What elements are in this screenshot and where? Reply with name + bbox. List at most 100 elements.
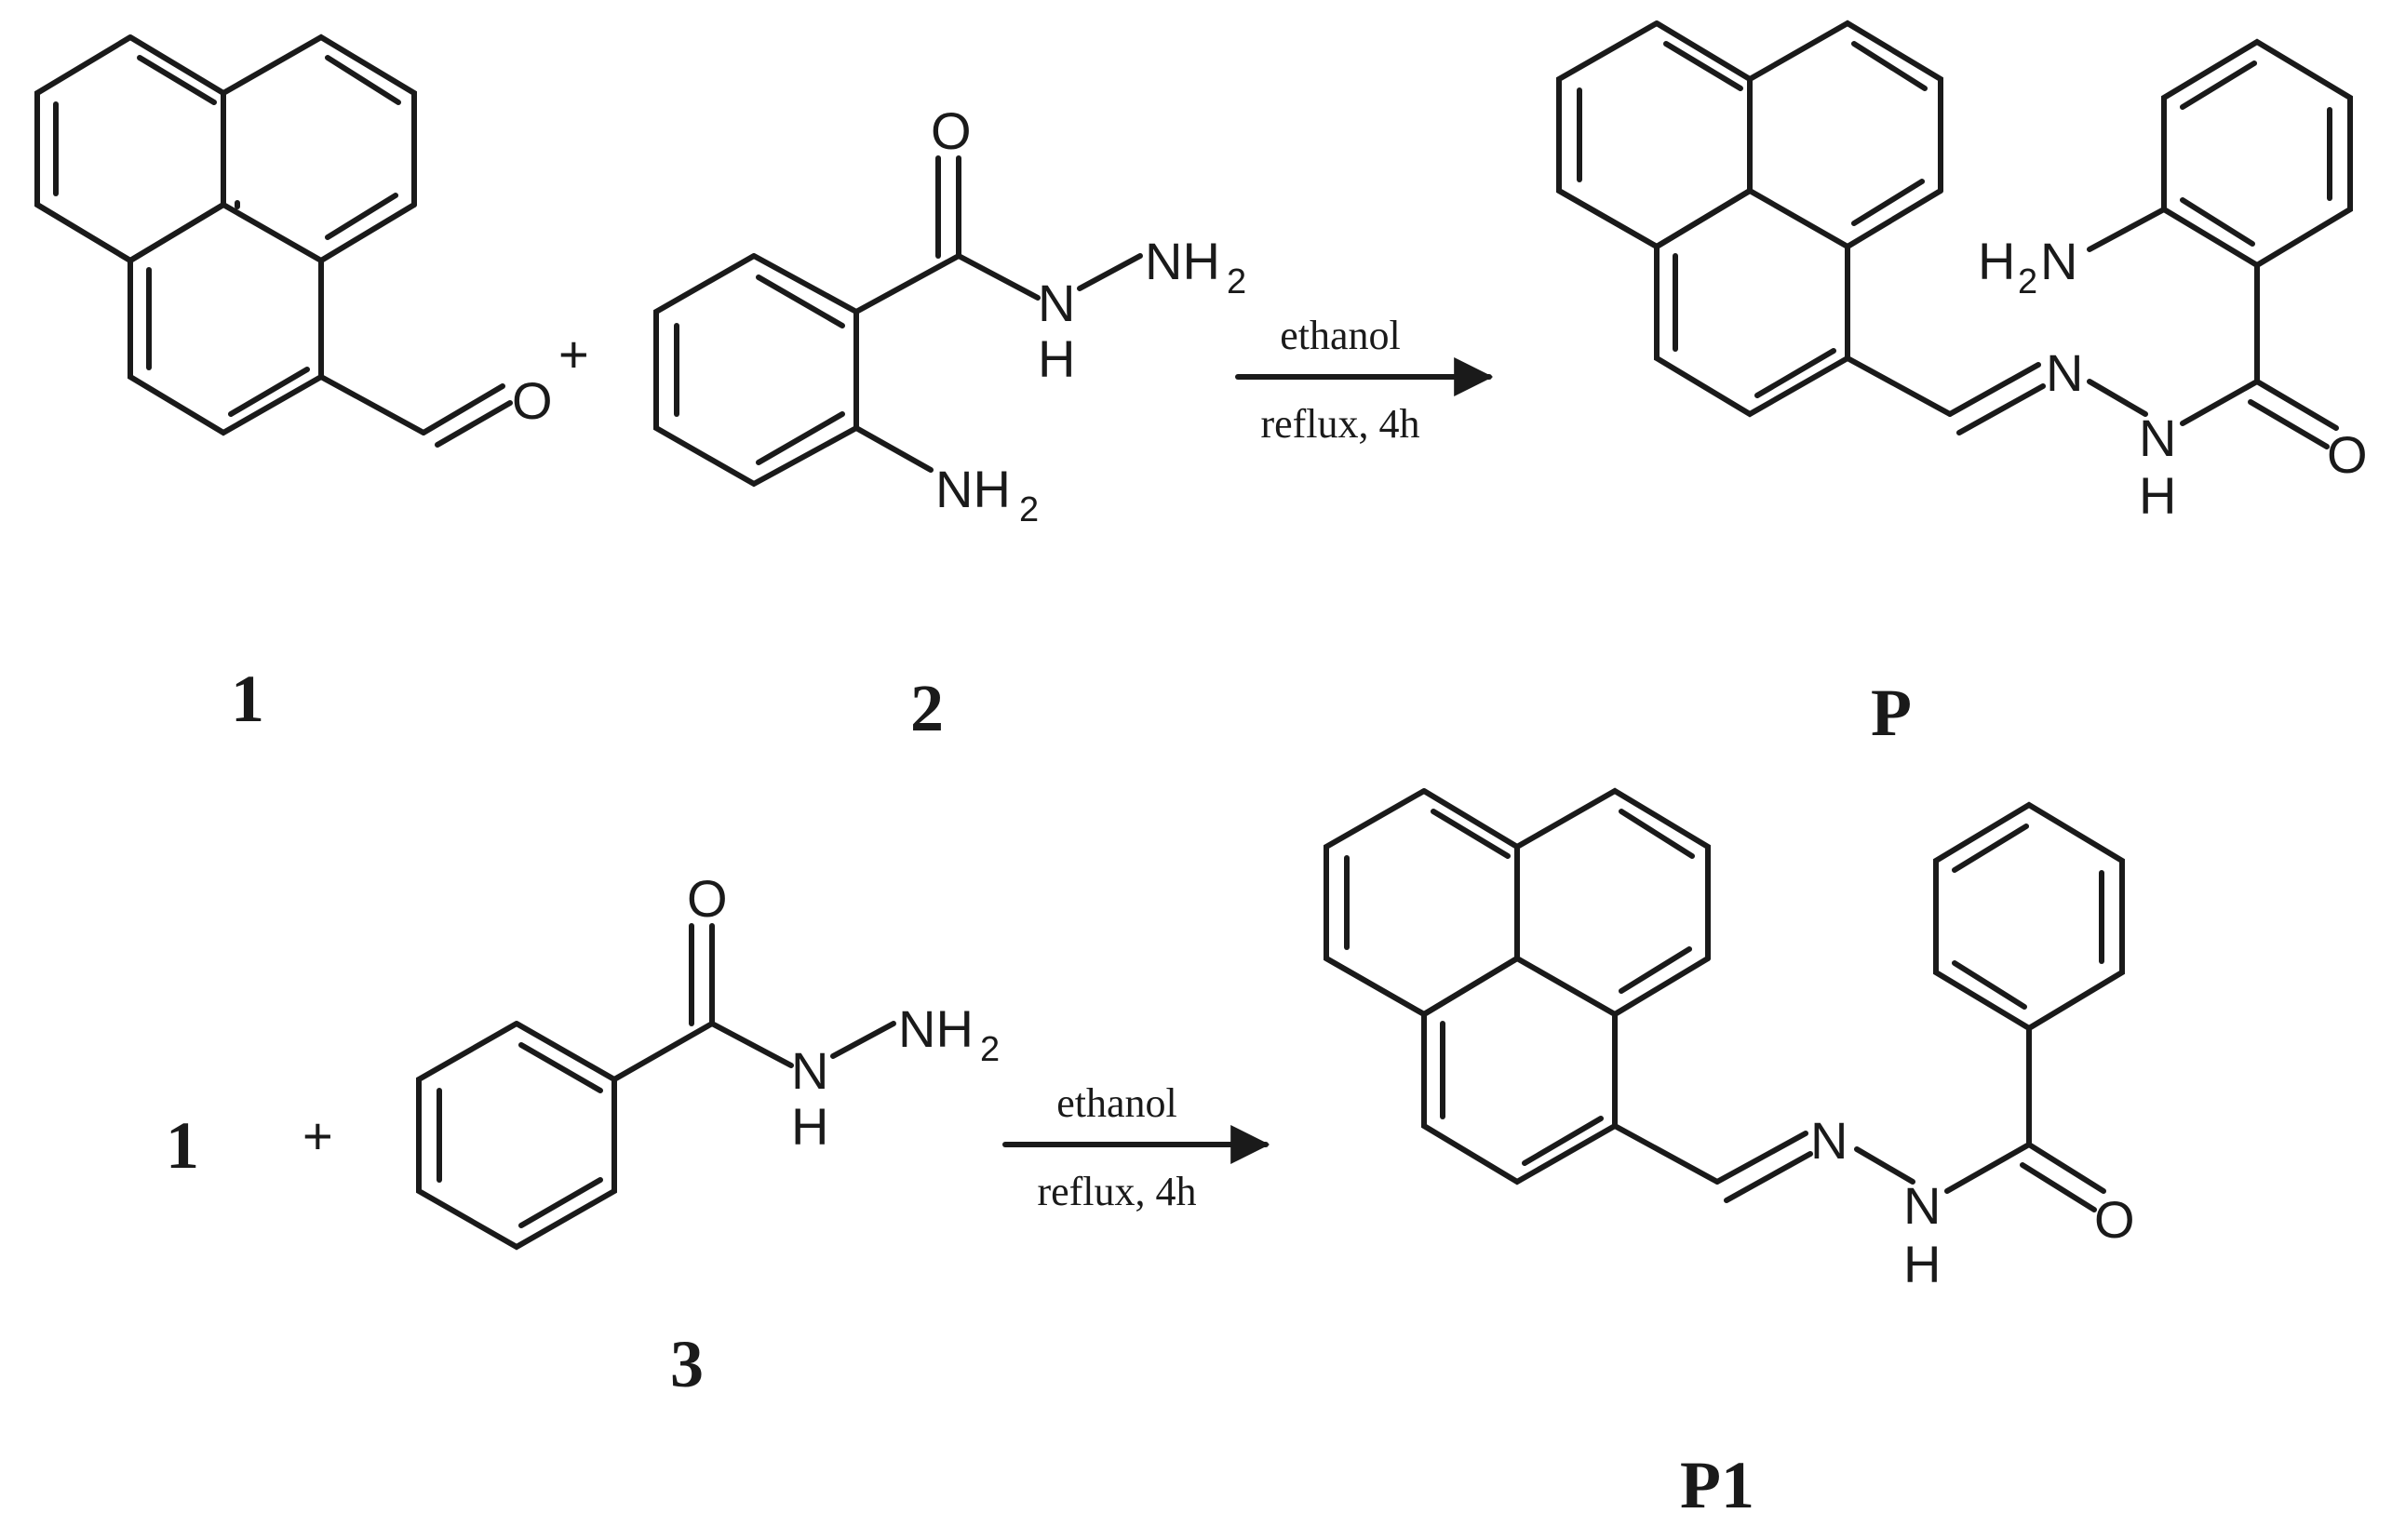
imine-double-bond bbox=[1956, 383, 2046, 435]
r3-nh-hydrogen: H bbox=[791, 1097, 828, 1156]
bond bbox=[830, 1021, 896, 1059]
double-bond bbox=[518, 1177, 603, 1228]
r1-oxygen-atom: O bbox=[512, 371, 553, 430]
double-bond bbox=[2180, 60, 2257, 110]
benzene-ring bbox=[1933, 801, 2125, 1031]
bond bbox=[1514, 956, 1618, 1017]
benzene-ring bbox=[653, 253, 859, 488]
p-h2n-hydrogen: H bbox=[1978, 232, 2015, 290]
r3-nh2-terminal-atom: NH bbox=[898, 999, 974, 1058]
bond bbox=[1421, 956, 1520, 1017]
double-bond bbox=[1431, 809, 1511, 859]
bond bbox=[318, 202, 417, 263]
double-bond bbox=[2180, 197, 2255, 247]
r3-oxygen-atom: O bbox=[687, 869, 728, 928]
bond bbox=[611, 1021, 715, 1082]
p-nh-atom: N bbox=[2139, 408, 2176, 467]
carbonyl-bond bbox=[2254, 379, 2339, 431]
double-bond bbox=[1619, 809, 1695, 859]
p-imine-n-atom: N bbox=[2046, 343, 2083, 402]
arrow-2-conditions-top: ethanol bbox=[1056, 1080, 1177, 1126]
double-bond bbox=[1952, 960, 2027, 1010]
bond bbox=[1077, 253, 1143, 291]
r2-nh-atom: N bbox=[1038, 274, 1075, 332]
r2-nh2-terminal-atom: NH bbox=[1145, 232, 1220, 290]
double-bond bbox=[1851, 41, 1928, 91]
double-bond bbox=[1952, 824, 2029, 873]
double-bond bbox=[1851, 179, 1925, 226]
double-bond bbox=[756, 275, 845, 328]
benzene-ring bbox=[2161, 38, 2353, 268]
arrow-1-conditions-bottom: reflux, 4h bbox=[1260, 401, 1419, 447]
carbonyl-bond bbox=[421, 383, 505, 435]
double-bond bbox=[325, 55, 401, 105]
r3-nh2-terminal-subscript: 2 bbox=[980, 1030, 1000, 1069]
plus-sign-1: + bbox=[558, 325, 589, 383]
imine-bond bbox=[1714, 1131, 1808, 1185]
p-nh-hydrogen: H bbox=[2139, 466, 2176, 525]
ring-c bbox=[1324, 956, 1618, 1185]
double-bond bbox=[137, 55, 217, 105]
double-bond bbox=[1619, 946, 1692, 994]
bond bbox=[2180, 379, 2260, 426]
compound-3-structure: O N H NH 2 bbox=[416, 869, 1000, 1251]
bond bbox=[1845, 188, 1943, 249]
product-p-structure: N N H O H 2 N bbox=[1556, 20, 2368, 525]
double-bond bbox=[756, 411, 845, 465]
r2-nh2-terminal-subscript: 2 bbox=[1227, 262, 1246, 301]
reactant-1-reference: 1 bbox=[166, 1108, 199, 1183]
p1-oxygen-atom: O bbox=[2094, 1190, 2135, 1249]
bond bbox=[853, 425, 934, 473]
bond bbox=[1854, 1146, 1915, 1185]
p1-nh-hydrogen: H bbox=[1903, 1235, 1941, 1293]
ring-b-top bbox=[1514, 787, 1711, 961]
r2-aniline-nh2-subscript: 2 bbox=[1019, 490, 1039, 529]
carbonyl-bond bbox=[2026, 1142, 2106, 1194]
bond bbox=[956, 253, 1041, 301]
benzene-ring bbox=[416, 1021, 617, 1251]
p1-nh-atom: N bbox=[1903, 1176, 1941, 1235]
compound-2-structure: O N H NH 2 NH 2 bbox=[653, 101, 1246, 529]
compound-3-label: 3 bbox=[670, 1327, 704, 1401]
bond bbox=[221, 202, 324, 263]
r2-aniline-nh2-atom: NH bbox=[935, 460, 1011, 518]
arrow-2-conditions-bottom: reflux, 4h bbox=[1037, 1169, 1196, 1214]
ring-c bbox=[34, 202, 324, 436]
ring-a bbox=[1324, 788, 1520, 1018]
bond bbox=[853, 253, 961, 315]
p-oxygen-atom: O bbox=[2327, 425, 2368, 484]
bond bbox=[1612, 956, 1711, 1017]
ring-a bbox=[34, 34, 226, 264]
r3-nh-atom: N bbox=[791, 1041, 828, 1100]
bond bbox=[2087, 207, 2167, 252]
ring-c bbox=[1556, 188, 1850, 418]
ring-b-top bbox=[221, 33, 417, 208]
bond bbox=[128, 202, 226, 263]
bond bbox=[1654, 188, 1753, 249]
carbonyl-double-bond bbox=[2248, 399, 2330, 449]
aldehyde-bond bbox=[318, 374, 426, 435]
compound-2-label: 2 bbox=[910, 671, 944, 745]
imine-bond bbox=[1947, 362, 2041, 417]
p1-imine-n-atom: N bbox=[1810, 1111, 1848, 1170]
imine-double-bond bbox=[1724, 1151, 1813, 1203]
bond bbox=[2087, 379, 2148, 417]
double-bond bbox=[1754, 348, 1836, 398]
compound-1-label: 1 bbox=[231, 662, 264, 736]
double-bond bbox=[518, 1042, 603, 1093]
carbonyl-double-bond bbox=[2020, 1162, 2097, 1212]
bond bbox=[1747, 188, 1850, 249]
double-bond bbox=[228, 367, 310, 417]
ring-a bbox=[1556, 20, 1753, 250]
r2-nh-hydrogen: H bbox=[1038, 329, 1075, 388]
bond bbox=[1845, 355, 1953, 417]
product-p1-label: P1 bbox=[1680, 1448, 1754, 1522]
carbonyl-double-bond bbox=[435, 400, 513, 448]
compound-1-structure: O bbox=[34, 33, 553, 448]
double-bond bbox=[1663, 41, 1743, 91]
arrow-1-conditions-top: ethanol bbox=[1280, 313, 1401, 358]
product-p1-structure: N N H O bbox=[1324, 787, 2135, 1293]
double-bond bbox=[325, 193, 398, 240]
bond bbox=[1944, 1142, 2032, 1194]
